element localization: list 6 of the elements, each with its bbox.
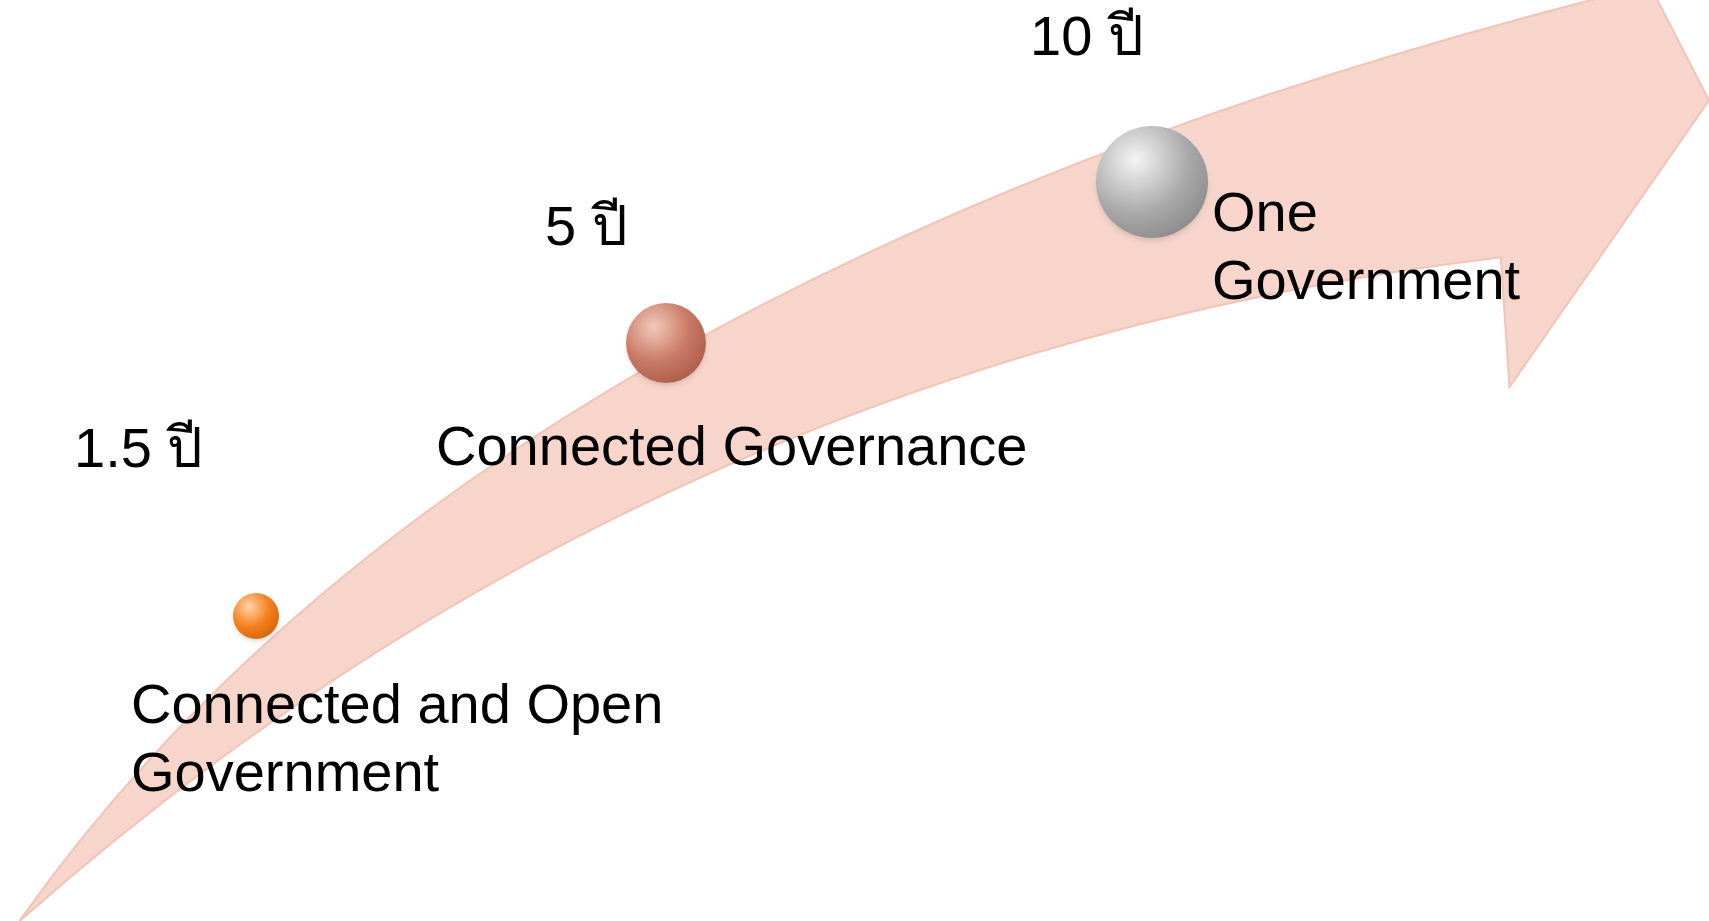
stage-label: One Government xyxy=(1212,179,1522,313)
duration-label: 5 ปี xyxy=(545,193,628,259)
duration-label: 10 ปี xyxy=(1030,3,1144,69)
duration-label: 1.5 ปี xyxy=(74,415,204,481)
stage-label: Connected and Open Government xyxy=(131,671,665,805)
stage-label: Connected Governance xyxy=(436,413,1028,479)
